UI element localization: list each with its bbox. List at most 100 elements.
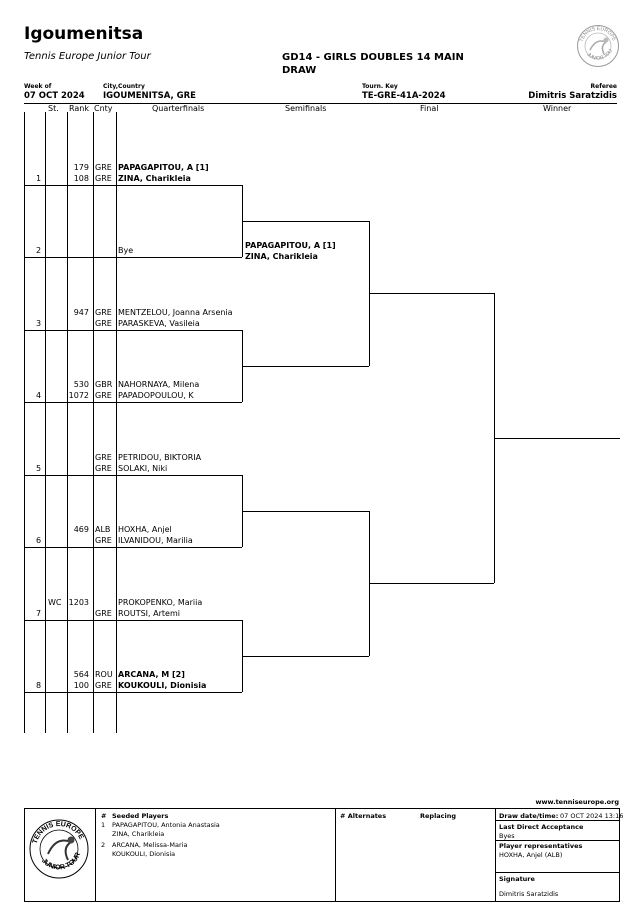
reps-value: HOXHA, Anjel (ALB) <box>499 851 563 859</box>
col-quarterfinals: Quarterfinals <box>152 104 205 113</box>
col-winner: Winner <box>543 104 572 113</box>
seeded-hash: # <box>101 812 107 820</box>
city-label: City,Country <box>103 83 145 90</box>
referee-value: Dimitris Saratzidis <box>528 91 617 101</box>
player-rank: 179 <box>73 162 89 172</box>
player-name[interactable]: ROUTSI, Artemi <box>118 608 180 618</box>
entry-status: WC <box>48 597 62 607</box>
player-country: GRE <box>95 463 112 473</box>
row-divider <box>24 692 242 693</box>
website-link[interactable]: www.tenniseurope.org <box>535 798 620 806</box>
player-country: GRE <box>95 681 112 690</box>
col-cnty: Cnty <box>94 104 113 113</box>
col-rank: Rank <box>69 104 89 113</box>
draw-position: 6 <box>36 536 42 545</box>
player-country: GRE <box>95 391 112 400</box>
player-name[interactable]: KOUKOULI, Dionisia <box>118 681 207 690</box>
replacing-title: Replacing <box>420 812 457 820</box>
player-rank: 100 <box>73 681 89 690</box>
player-country: GRE <box>95 536 112 545</box>
player-name[interactable]: PROKOPENKO, Mariia <box>118 597 203 607</box>
player-rank: 1203 <box>68 597 89 607</box>
col-final: Final <box>420 104 439 113</box>
draw-position: 4 <box>36 391 42 400</box>
lda-label: Last Direct Acceptance <box>499 823 584 831</box>
seed-player-2: KOUKOULI, Dionisia <box>112 850 176 858</box>
winner-slot-line <box>494 438 620 440</box>
signature-label: Signature <box>499 875 535 883</box>
player-country: ROU <box>95 670 113 679</box>
row-divider <box>24 184 242 186</box>
column-separator <box>45 112 46 733</box>
player-country: GRE <box>95 318 112 328</box>
tourn-key-value: TE-GRE-41A-2024 <box>362 91 446 101</box>
player-rank: 1072 <box>68 391 89 400</box>
player-country: GRE <box>95 162 112 172</box>
seed-number: 1 <box>101 821 106 829</box>
player-country: GRE <box>95 307 112 317</box>
seed-player-2: ZINA, Charikleia <box>112 830 165 838</box>
row-divider <box>24 619 242 621</box>
tournament-title: Igoumenitsa <box>24 24 144 44</box>
draw-position: 7 <box>36 608 42 618</box>
sf-advance-line1: PAPAGAPITOU, A [1] <box>245 241 336 250</box>
player-name[interactable]: Bye <box>118 246 134 255</box>
player-name[interactable]: MENTZELOU, Joanna Arsenia <box>118 307 233 317</box>
final-slot-line <box>369 583 494 585</box>
alternates-title: # Alternates <box>340 812 387 820</box>
draw-date-value: 07 OCT 2024 13:16 <box>560 812 624 820</box>
player-name[interactable]: NAHORNAYA, Milena <box>118 380 200 389</box>
player-name[interactable]: PAPAGAPITOU, A [1] <box>118 162 209 172</box>
player-name[interactable]: PETRIDOU, BIKTORIA <box>118 452 202 462</box>
row-divider <box>24 547 242 548</box>
week-label: Week of <box>24 83 52 90</box>
player-name[interactable]: PARASKEVA, Vasileia <box>118 318 200 328</box>
draw-position: 1 <box>36 173 42 183</box>
sf-slot-line <box>242 510 369 512</box>
player-rank: 947 <box>73 307 89 317</box>
draw-left-border <box>24 112 25 733</box>
player-name[interactable]: HOXHA, Anjel <box>118 525 172 534</box>
player-country: GRE <box>95 173 112 183</box>
player-rank: 530 <box>73 380 89 389</box>
tourn-key-label: Tourn. Key <box>362 83 398 90</box>
player-name[interactable]: ILVANIDOU, Marilia <box>118 536 193 545</box>
draw-position: 5 <box>36 463 42 473</box>
sf-advance-line2: ZINA, Charikleia <box>245 252 318 261</box>
sf-slot-line <box>242 220 369 222</box>
signature-value: Dimitris Saratzidis <box>499 890 559 898</box>
referee-label: Referee <box>590 83 617 90</box>
draw-position: 8 <box>36 681 42 690</box>
seeded-title: Seeded Players <box>112 812 169 820</box>
player-name[interactable]: ZINA, Charikleia <box>118 173 191 183</box>
player-name[interactable]: ARCANA, M [2] <box>118 670 185 679</box>
header-rule <box>24 103 617 104</box>
row-divider <box>24 402 242 403</box>
lda-value: Byes <box>499 832 515 840</box>
player-rank: 564 <box>73 670 89 679</box>
row-divider <box>24 329 242 331</box>
svg-text:TENNIS EUROPE: TENNIS EUROPE <box>579 26 618 43</box>
column-separator <box>116 112 117 733</box>
player-country: ALB <box>95 525 111 534</box>
player-name[interactable]: PAPADOPOULOU, K <box>118 391 194 400</box>
col-semifinals: Semifinals <box>285 104 327 113</box>
seed-player-1: PAPAGAPITOU, Antonia Anastasia <box>112 821 220 829</box>
footer-box: TENNIS EUROPE JUNIOR TOUR # Seeded Playe… <box>24 808 624 902</box>
tennis-europe-junior-logo: TENNIS EUROPE JUNIOR TOUR <box>29 819 89 879</box>
player-rank: 108 <box>73 173 89 183</box>
draw-date-label: Draw date/time: <box>499 812 559 820</box>
column-separator <box>67 112 68 733</box>
event-name: GD14 - GIRLS DOUBLES 14 MAIN DRAW <box>282 52 464 76</box>
week-value: 07 OCT 2024 <box>24 91 85 101</box>
row-divider <box>24 474 242 476</box>
column-separator <box>93 112 94 733</box>
seed-player-1: ARCANA, Melissa-Maria <box>112 841 188 849</box>
tour-name: Tennis Europe Junior Tour <box>24 51 151 62</box>
player-name[interactable]: SOLAKI, Niki <box>118 463 168 473</box>
row-divider <box>24 257 242 258</box>
svg-text:JUNIOR TOUR: JUNIOR TOUR <box>40 852 82 872</box>
player-rank: 469 <box>73 525 89 534</box>
player-country: GRE <box>95 608 112 618</box>
player-country: GRE <box>95 452 112 462</box>
